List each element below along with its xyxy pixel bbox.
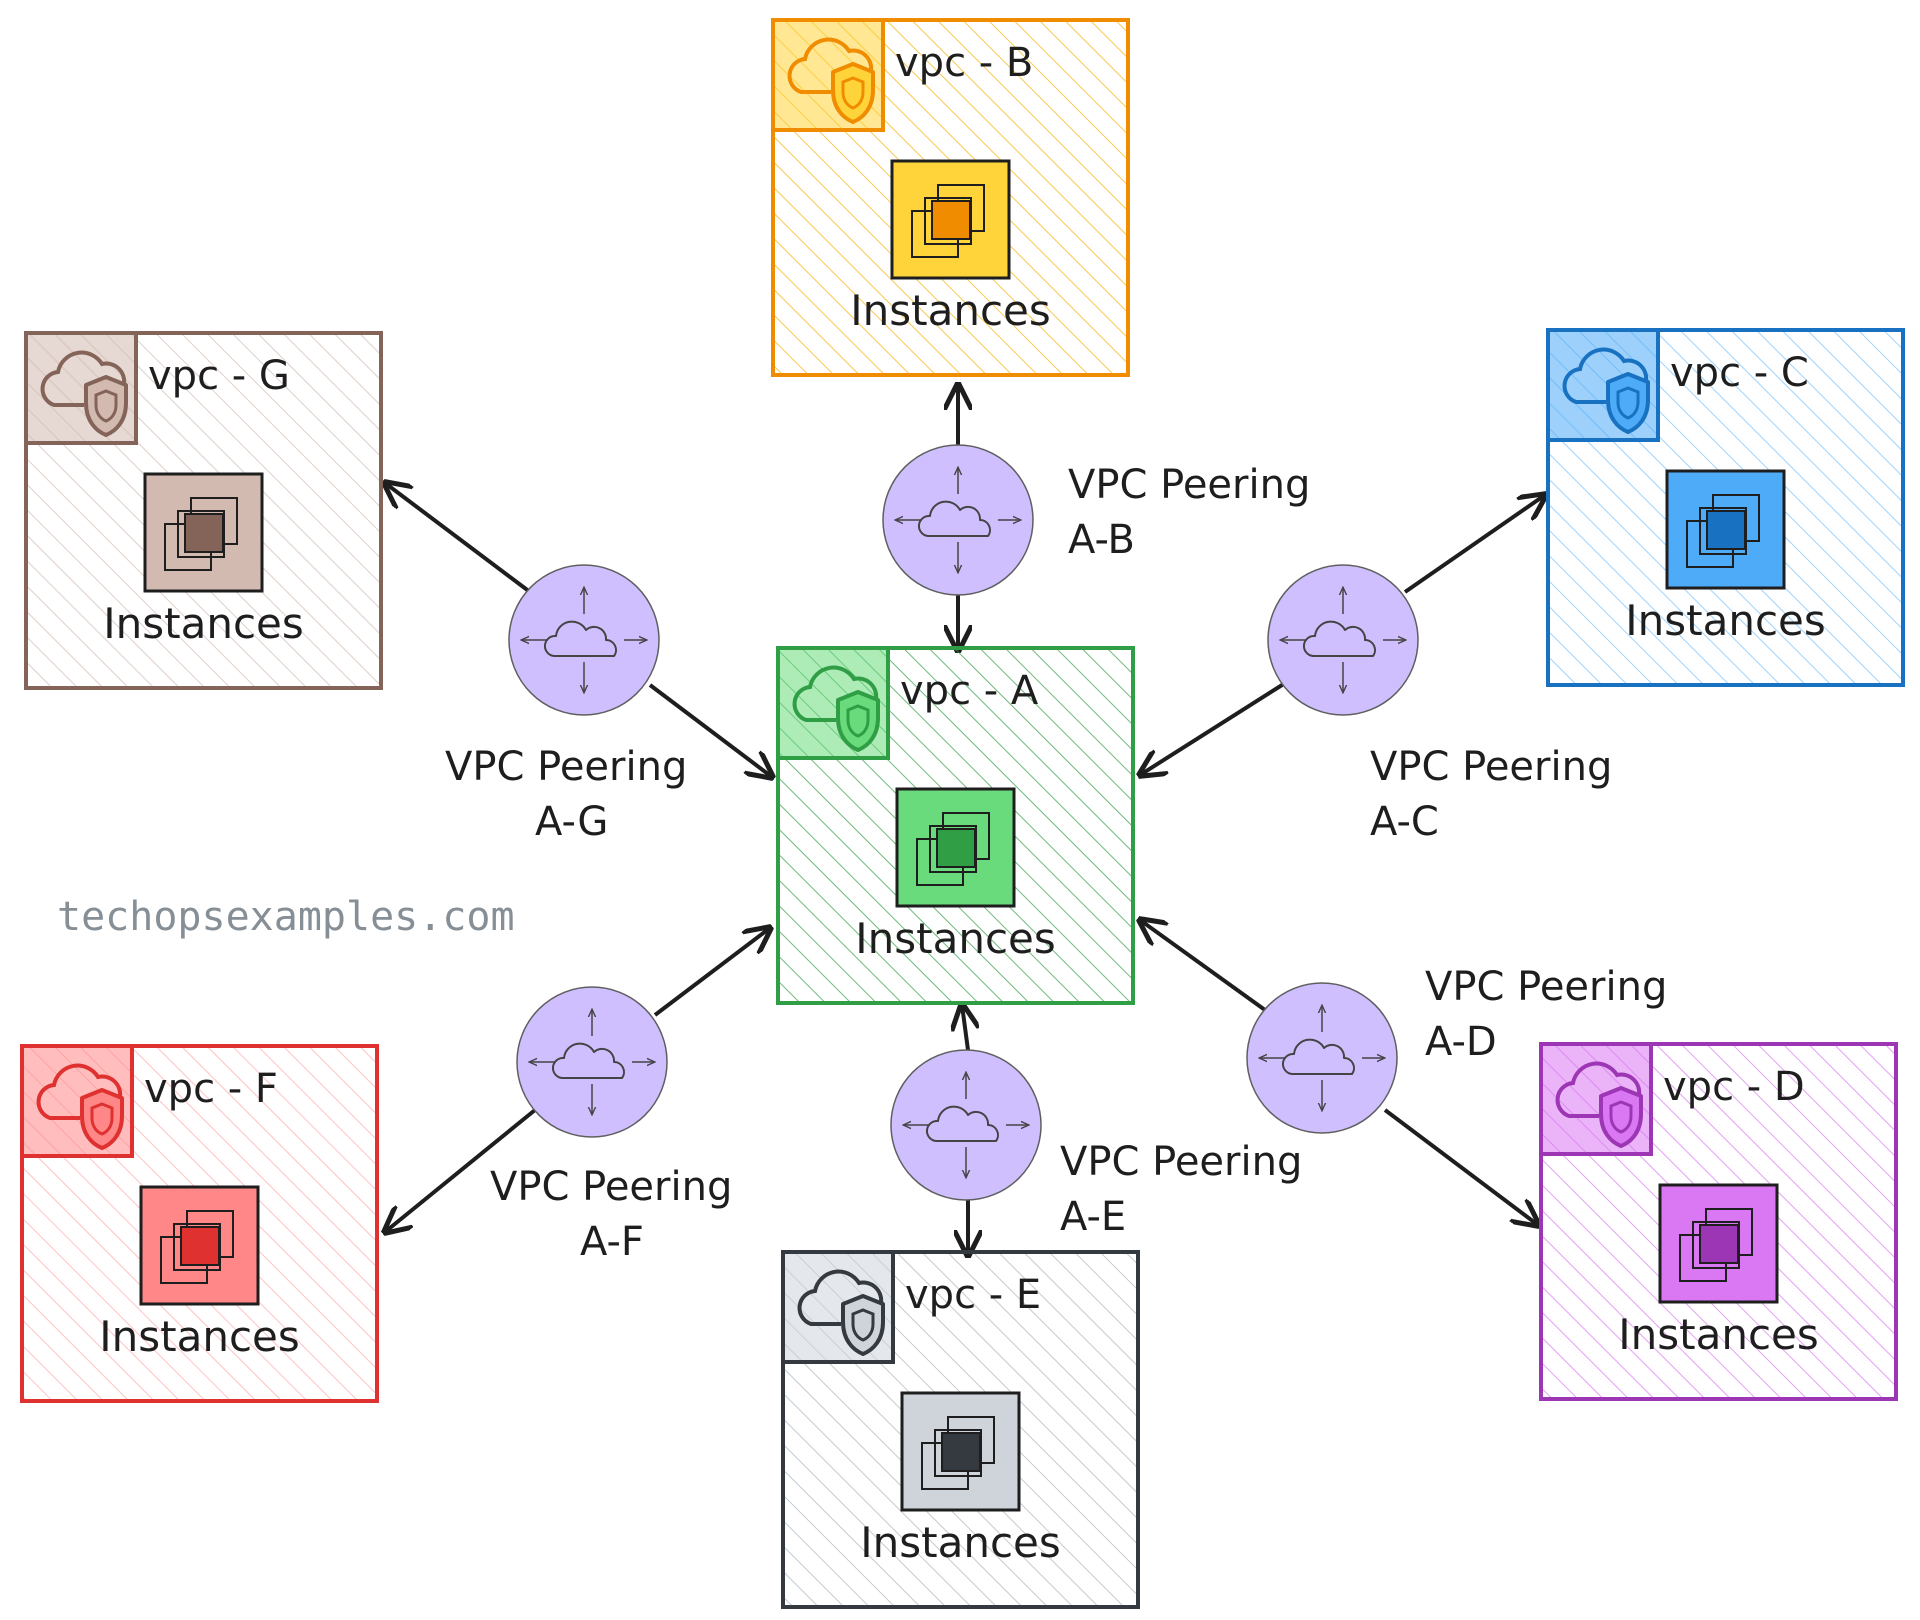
- vpc-f-instances-label: Instances: [99, 1312, 300, 1361]
- vpc-e-instances-label: Instances: [860, 1518, 1061, 1567]
- arrow-to-d: [1383, 1108, 1538, 1225]
- stacked-squares-icon: [139, 1185, 260, 1306]
- peering-arrows: [385, 385, 1545, 1255]
- cloud-arrows-icon: [516, 986, 668, 1138]
- arrow-c-to-a: [1140, 678, 1292, 775]
- vpc-g-label: vpc - G: [148, 353, 290, 399]
- cloud-shield-icon: [24, 331, 138, 445]
- cloud-arrows-icon: [508, 564, 660, 716]
- vpc-d-label: vpc - D: [1663, 1064, 1805, 1110]
- vpc-c-instances-label: Instances: [1625, 596, 1826, 645]
- watermark: techopsexamples.com: [57, 894, 515, 940]
- cloud-shield-icon: [1539, 1042, 1653, 1156]
- stacked-squares-icon: [1665, 469, 1786, 590]
- cloud-arrows-icon: [1246, 982, 1398, 1134]
- vpc-f-label: vpc - F: [144, 1066, 278, 1112]
- vpc-d-group: vpc - D Instances: [1539, 1042, 1898, 1401]
- peering-label-line1: VPC Peering: [1425, 964, 1667, 1010]
- cloud-shield-icon: [1546, 328, 1660, 442]
- vpc-g-instances-label: Instances: [103, 599, 304, 648]
- vpc-a-instances-label: Instances: [855, 914, 1056, 963]
- stacked-squares-icon: [1658, 1183, 1779, 1304]
- stacked-squares-icon: [900, 1391, 1021, 1512]
- arrow-e-to-a: [962, 1005, 968, 1051]
- peering-label-line2: A-B: [1068, 517, 1135, 563]
- cloud-shield-icon: [20, 1044, 134, 1158]
- arrow-to-c: [1403, 495, 1545, 594]
- vpc-a-label: vpc - A: [900, 668, 1039, 714]
- arrow-to-f: [385, 1108, 537, 1232]
- cloud-shield-icon: [781, 1250, 895, 1364]
- vpc-e-group: vpc - E Instances: [781, 1250, 1140, 1609]
- vpc-f-group: vpc - F Instances: [20, 1044, 379, 1403]
- peering-label-line1: VPC Peering: [1068, 462, 1310, 508]
- peering-label-line2: A-G: [535, 799, 608, 845]
- peering-label-line1: VPC Peering: [1060, 1139, 1302, 1185]
- vpc-d-instances-label: Instances: [1618, 1310, 1819, 1359]
- stacked-squares-icon: [895, 787, 1016, 908]
- peering-label-line2: A-C: [1370, 799, 1439, 845]
- vpc-e-label: vpc - E: [905, 1272, 1041, 1318]
- cloud-arrows-icon: [890, 1049, 1042, 1201]
- vpc-b-label: vpc - B: [895, 40, 1033, 86]
- vpc-b-instances-label: Instances: [850, 286, 1051, 335]
- peering-label-line1: VPC Peering: [445, 744, 687, 790]
- peering-label-line2: A-F: [580, 1219, 644, 1265]
- peering-label-line2: A-E: [1060, 1194, 1126, 1240]
- peering-label-line1: VPC Peering: [1370, 744, 1612, 790]
- peering-label-line1: VPC Peering: [490, 1164, 732, 1210]
- vpc-c-group: vpc - C Instances: [1546, 328, 1905, 687]
- cloud-arrows-icon: [1267, 564, 1419, 716]
- stacked-squares-icon: [890, 159, 1011, 280]
- peering-label-line2: A-D: [1425, 1019, 1497, 1065]
- cloud-shield-icon: [771, 18, 885, 132]
- arrow-f-to-a: [653, 928, 770, 1017]
- arrow-g-to-a: [648, 683, 772, 777]
- cloud-arrows-icon: [882, 444, 1034, 596]
- vpc-b-group: vpc - B Instances: [771, 18, 1130, 377]
- arrow-d-to-a: [1140, 920, 1267, 1012]
- arrow-to-g: [385, 483, 532, 594]
- vpc-g-group: vpc - G Instances: [24, 331, 383, 690]
- vpc-a-group: vpc - A Instances: [776, 646, 1135, 1005]
- vpc-c-label: vpc - C: [1670, 350, 1809, 396]
- stacked-squares-icon: [143, 472, 264, 593]
- cloud-shield-icon: [776, 646, 890, 760]
